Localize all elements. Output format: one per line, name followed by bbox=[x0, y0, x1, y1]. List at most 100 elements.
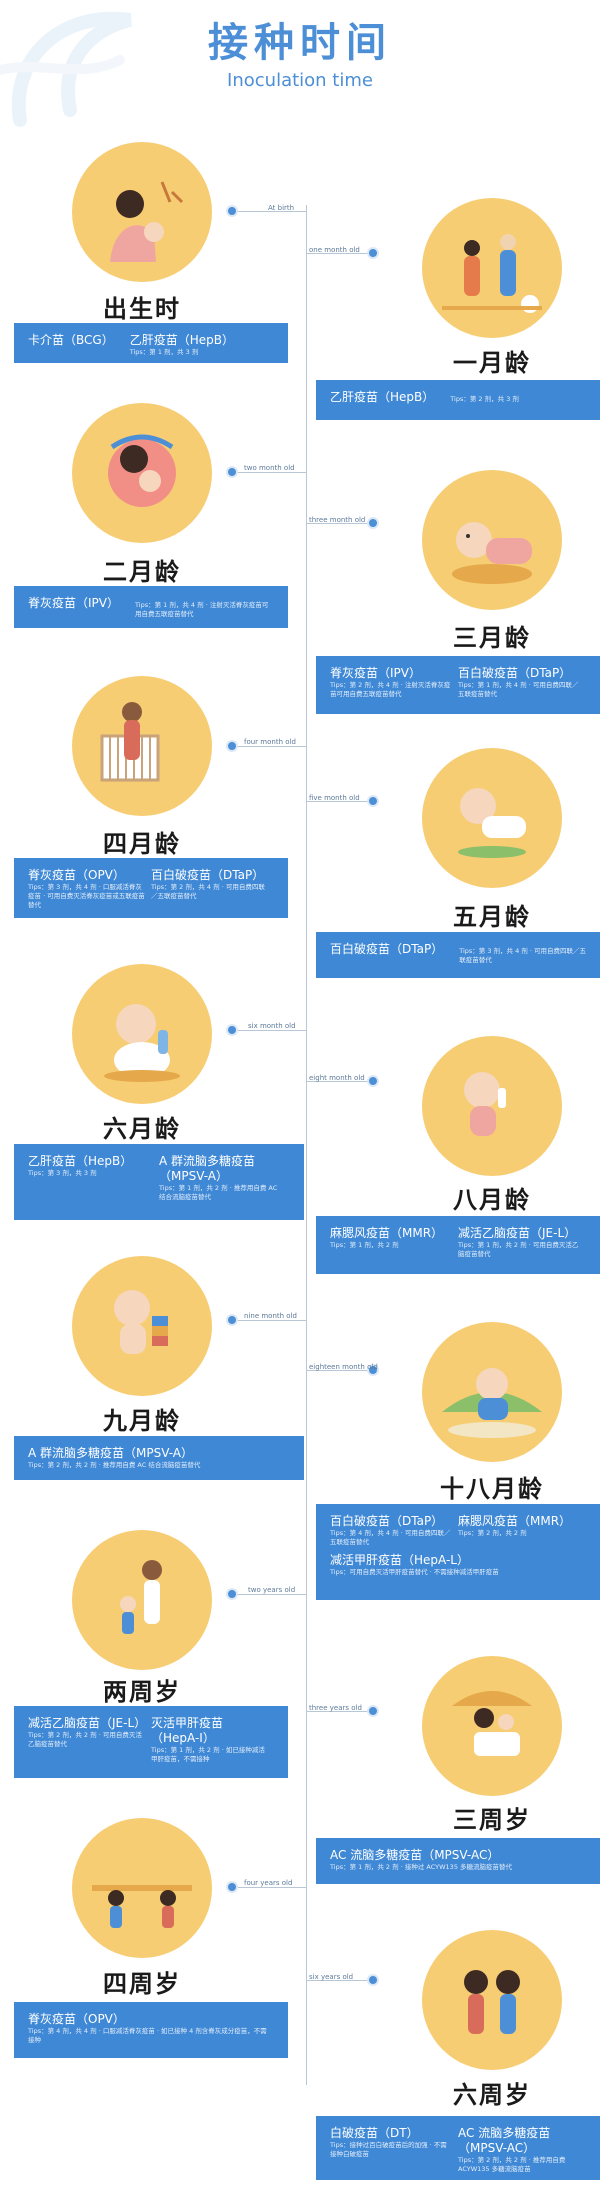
timeline-connector bbox=[236, 1030, 306, 1031]
vaccine-name: 麻腮风疫苗（MMR） bbox=[458, 1514, 572, 1528]
age-label-at-birth: 出生时 bbox=[103, 295, 181, 323]
vaccine-tip: Tips：第 3 剂，共 3 剂 bbox=[28, 1169, 97, 1177]
vaccine-name: 百白破疫苗（DTaP） bbox=[330, 942, 444, 956]
timeline-dot-two-years bbox=[226, 1588, 238, 1600]
vaccine-box-eight-month: 麻腮风疫苗（MMR）Tips：第 1 剂，共 2 剂 减活乙脑疫苗（JE-L）T… bbox=[316, 1216, 600, 1274]
vaccine-name: 乙肝疫苗（HepB） bbox=[129, 333, 234, 347]
vaccine-name: A 群流脑多糖疫苗（MPSV-A） bbox=[28, 1446, 194, 1460]
vaccine-item: AC 流脑多糖疫苗（MPSV-AC）Tips：第 2 剂，共 2 剂 · 推荐用… bbox=[458, 2126, 586, 2174]
timeline-dot-three-month bbox=[367, 517, 379, 529]
vaccine-name: 麻腮风疫苗（MMR） bbox=[330, 1226, 444, 1240]
age-label-two-years: 两周岁 bbox=[103, 1678, 181, 1706]
vaccine-tip: Tips：第 1 剂，共 4 剂 · 可用自费四联／五联疫苗替代 bbox=[458, 681, 579, 698]
timeline-connector bbox=[236, 1594, 306, 1595]
timeline-label-six-month: six month old bbox=[248, 1022, 296, 1030]
age-label-eighteen-month: 十八月龄 bbox=[440, 1475, 544, 1503]
vaccine-name: A 群流脑多糖疫苗（MPSV-A） bbox=[159, 1154, 256, 1183]
vaccine-tip: Tips：第 2 剂，共 4 剂 · 可用自费四联／五联疫苗替代 bbox=[151, 883, 265, 900]
illustration-eight-month bbox=[422, 1036, 562, 1176]
vaccine-tip: Tips：第 2 剂，共 2 剂 bbox=[458, 1529, 527, 1537]
vaccine-name: 脊灰疫苗（IPV） bbox=[330, 666, 421, 680]
timeline-label-three-month: three month old bbox=[309, 516, 366, 524]
illustration-at-birth bbox=[72, 142, 212, 282]
background-swirl-decoration bbox=[0, 11, 132, 127]
vaccine-item: 麻腮风疫苗（MMR）Tips：第 1 剂，共 2 剂 bbox=[330, 1226, 458, 1259]
timeline-dot-five-month bbox=[367, 795, 379, 807]
age-label-four-years: 四周岁 bbox=[103, 1970, 181, 1998]
illustration-two-month bbox=[72, 403, 212, 543]
illustration-nine-month bbox=[72, 1256, 212, 1396]
vaccine-name: AC 流脑多糖疫苗（MPSV-AC） bbox=[458, 2126, 551, 2155]
vaccine-tip: Tips：第 1 剂，共 2 剂 bbox=[330, 1241, 399, 1249]
timeline-label-four-month: four month old bbox=[244, 738, 296, 746]
illustration-six-month bbox=[72, 964, 212, 1104]
vaccine-item: 减活甲肝疫苗（HepA-L）Tips：可用自费灭活甲肝疫苗替代 · 不需接种减活… bbox=[330, 1553, 586, 1577]
timeline-connector bbox=[236, 1887, 306, 1888]
vaccine-tip: Tips：第 2 剂，共 3 剂 bbox=[450, 395, 519, 403]
vaccine-name: 百白破疫苗（DTaP） bbox=[458, 666, 572, 680]
timeline-dot-three-years bbox=[367, 1705, 379, 1717]
timeline-dot-at-birth bbox=[226, 205, 238, 217]
timeline-connector bbox=[236, 1320, 306, 1321]
vaccine-tip: Tips：第 3 剂，共 4 剂 · 口服减活脊灰疫苗 · 可用自费灭活脊灰疫苗… bbox=[28, 883, 145, 909]
timeline-label-eight-month: eight month old bbox=[309, 1074, 365, 1082]
age-label-five-month: 五月龄 bbox=[453, 903, 531, 931]
timeline-dot-four-years bbox=[226, 1881, 238, 1893]
vaccine-item: 乙肝疫苗（HepB）Tips：第 3 剂，共 3 剂 bbox=[28, 1154, 159, 1202]
illustration-one-month bbox=[422, 198, 562, 338]
vaccine-item: 白破疫苗（DT）Tips：接种过百白破疫苗后的加强 · 不需接种白破疫苗 bbox=[330, 2126, 458, 2174]
vaccine-name: 百白破疫苗（DTaP） bbox=[330, 1514, 444, 1528]
vaccine-box-four-years: 脊灰疫苗（OPV）Tips：第 4 剂，共 4 剂 · 口服减活脊灰疫苗 · 如… bbox=[14, 2002, 288, 2058]
age-label-six-years: 六周岁 bbox=[453, 2081, 531, 2109]
vaccine-item: AC 流脑多糖疫苗（MPSV-AC）Tips：第 1 剂，共 2 剂 · 接种过… bbox=[330, 1848, 586, 1872]
timeline-connector bbox=[306, 801, 376, 802]
illustration-four-years bbox=[72, 1818, 212, 1958]
vaccine-item: 脊灰疫苗（IPV）Tips：第 2 剂，共 4 剂 · 注射灭活脊灰疫苗可用自费… bbox=[330, 666, 458, 699]
age-label-eight-month: 八月龄 bbox=[453, 1186, 531, 1214]
timeline-connector bbox=[306, 1711, 376, 1712]
vaccine-name: 脊灰疫苗（OPV） bbox=[28, 2012, 125, 2026]
vaccine-name: 白破疫苗（DT） bbox=[330, 2126, 419, 2140]
timeline-label-three-years: three years old bbox=[309, 1704, 362, 1712]
timeline-label-six-years: six years old bbox=[309, 1973, 354, 1981]
age-label-two-month: 二月龄 bbox=[103, 558, 181, 586]
vaccine-box-three-month: 脊灰疫苗（IPV）Tips：第 2 剂，共 4 剂 · 注射灭活脊灰疫苗可用自费… bbox=[316, 656, 600, 714]
timeline-dot-four-month bbox=[226, 740, 238, 752]
vaccine-item: 减活乙脑疫苗（JE-L）Tips：第 2 剂，共 2 剂 · 可用自费灭活乙脑疫… bbox=[28, 1716, 151, 1764]
vaccine-item: A 群流脑多糖疫苗（MPSV-A）Tips：第 1 剂，共 2 剂 · 推荐用自… bbox=[159, 1154, 290, 1202]
vaccine-item: A 群流脑多糖疫苗（MPSV-A）Tips：第 2 剂，共 2 剂 · 推荐用自… bbox=[28, 1446, 290, 1470]
vaccine-tip: Tips：第 2 剂，共 2 剂 · 推荐用自费 AC 结合流脑疫苗替代 bbox=[28, 1461, 201, 1469]
vaccine-tip: Tips：第 4 剂，共 4 剂 · 口服减活脊灰疫苗 · 如已接种 4 剂含脊… bbox=[28, 2027, 267, 2044]
vaccine-tip: Tips：第 1 剂，共 2 剂 · 如已接种减活甲肝疫苗，不需接种 bbox=[151, 1746, 265, 1763]
illustration-six-years bbox=[422, 1930, 562, 2070]
vaccine-item: 减活乙脑疫苗（JE-L）Tips：第 1 剂，共 2 剂 · 可用自费灭活乙脑疫… bbox=[458, 1226, 586, 1259]
vaccine-item: 百白破疫苗（DTaP）Tips：第 4 剂，共 4 剂 · 可用自费四联／五联疫… bbox=[330, 1514, 458, 1547]
vaccine-item: 乙肝疫苗（HepB） bbox=[330, 390, 434, 405]
vaccine-box-two-years: 减活乙脑疫苗（JE-L）Tips：第 2 剂，共 2 剂 · 可用自费灭活乙脑疫… bbox=[14, 1706, 288, 1778]
timeline-label-one-month: one month old bbox=[309, 246, 360, 254]
timeline-connector bbox=[306, 523, 376, 524]
vaccine-item: 脊灰疫苗（IPV） bbox=[28, 596, 119, 611]
page-title: 接种时间 bbox=[208, 20, 392, 66]
timeline-connector bbox=[236, 211, 306, 212]
illustration-five-month bbox=[422, 748, 562, 888]
vaccine-name: 减活乙脑疫苗（JE-L） bbox=[458, 1226, 577, 1240]
vaccine-tip: Tips：第 4 剂，共 4 剂 · 可用自费四联／五联疫苗替代 bbox=[330, 1529, 451, 1546]
illustration-eighteen-month bbox=[422, 1322, 562, 1462]
timeline-dot-two-month bbox=[226, 466, 238, 478]
vaccine-tip: Tips：第 1 剂，共 2 剂 · 接种过 ACYW135 多糖流脑疫苗替代 bbox=[330, 1863, 513, 1871]
timeline-label-five-month: five month old bbox=[309, 794, 360, 802]
vaccine-item: 百白破疫苗（DTaP）Tips：第 2 剂，共 4 剂 · 可用自费四联／五联疫… bbox=[151, 868, 274, 910]
age-label-three-month: 三月龄 bbox=[453, 624, 531, 652]
timeline-connector bbox=[306, 1370, 376, 1371]
vaccine-name: 脊灰疫苗（IPV） bbox=[28, 596, 119, 610]
timeline-label-two-years: two years old bbox=[248, 1586, 296, 1594]
vaccine-name: 减活乙脑疫苗（JE-L） bbox=[28, 1716, 147, 1730]
vaccine-tip: Tips：第 2 剂，共 2 剂 · 推荐用自费 ACYW135 多糖流脑疫苗 bbox=[458, 2156, 566, 2173]
vaccine-box-one-month: 乙肝疫苗（HepB） Tips：第 2 剂，共 3 剂 bbox=[316, 380, 600, 420]
vaccine-item: 百白破疫苗（DTaP）Tips：第 1 剂，共 4 剂 · 可用自费四联／五联疫… bbox=[458, 666, 586, 699]
illustration-two-years bbox=[72, 1530, 212, 1670]
vaccine-name: AC 流脑多糖疫苗（MPSV-AC） bbox=[330, 1848, 500, 1862]
vaccine-box-at-birth: 卡介苗（BCG） 乙肝疫苗（HepB）Tips：第 1 剂，共 3 剂 bbox=[14, 323, 288, 363]
age-label-four-month: 四月龄 bbox=[103, 830, 181, 858]
